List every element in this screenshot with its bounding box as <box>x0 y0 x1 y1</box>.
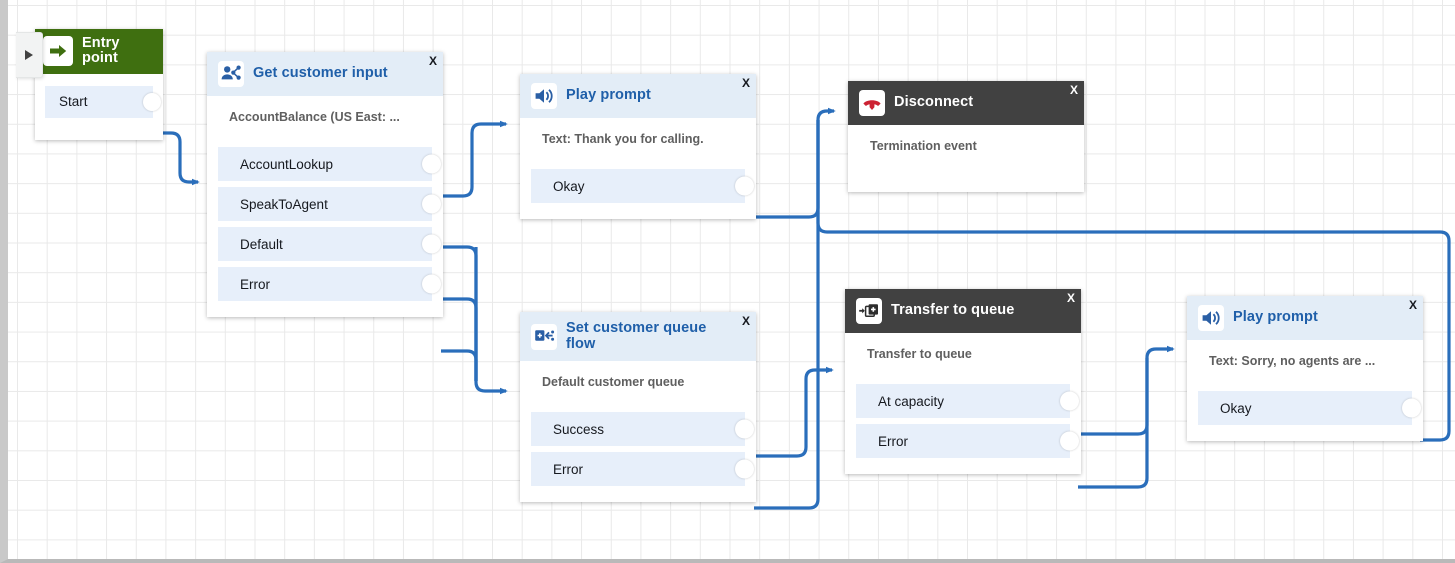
close-icon[interactable]: X <box>741 314 750 328</box>
port-list: Okay <box>520 169 756 219</box>
port-connector-dot[interactable] <box>422 234 441 254</box>
wire-start-to-get-customer-input <box>147 131 200 186</box>
node-subtitle: Transfer to queue <box>867 347 972 361</box>
close-icon[interactable]: X <box>1069 83 1078 97</box>
wire-accountlookup-to-play-prompt <box>441 120 508 198</box>
node-subtitle: Text: Sorry, no agents are ... <box>1209 354 1376 368</box>
node-subtitle: Text: Thank you for calling. <box>542 132 704 146</box>
node-body-spacer <box>845 362 1081 384</box>
port-list: Okay <box>1187 391 1423 441</box>
node-play-prompt-thanks[interactable]: Play prompt X Text: Thank you for callin… <box>520 74 756 219</box>
transfer-queue-icon <box>856 298 882 324</box>
port-error[interactable]: Error <box>218 267 441 301</box>
port-list: Start <box>35 85 163 140</box>
speaker-icon <box>531 83 557 109</box>
node-set-customer-queue-flow[interactable]: Set customer queue flow X Default custom… <box>520 312 756 503</box>
close-icon[interactable]: X <box>741 76 750 90</box>
node-get-customer-input[interactable]: Get customer input X AccountBalance (US … <box>207 52 443 317</box>
node-body-spacer <box>207 125 443 147</box>
arrow-right-entry-icon <box>43 36 73 67</box>
chevron-right-icon <box>25 50 33 60</box>
port-label: Error <box>878 433 908 449</box>
node-subtitle: Termination event <box>870 139 977 153</box>
port-connector-dot[interactable] <box>1060 431 1079 451</box>
wire-atcapacity-to-play-prompt <box>1078 345 1175 436</box>
node-play-prompt-no-agents[interactable]: Play prompt X Text: Sorry, no agents are… <box>1187 296 1423 441</box>
close-icon[interactable]: X <box>1066 291 1075 305</box>
port-connector-dot[interactable] <box>735 419 754 439</box>
node-title: Transfer to queue <box>891 302 1015 319</box>
port-error[interactable]: Error <box>531 452 754 487</box>
port-label: Start <box>59 94 88 110</box>
port-okay[interactable]: Okay <box>531 169 754 203</box>
port-label: Success <box>553 421 605 437</box>
node-disconnect[interactable]: Disconnect X Termination event <box>848 81 1084 192</box>
port-error[interactable]: Error <box>856 424 1079 458</box>
port-list: Success Error <box>520 412 756 502</box>
port-label: Error <box>240 276 270 292</box>
node-header[interactable]: Play prompt X <box>1187 296 1423 340</box>
node-title: Play prompt <box>566 87 651 104</box>
port-connector-dot[interactable] <box>422 154 441 174</box>
node-title: Get customer input <box>253 65 388 82</box>
port-connector-dot[interactable] <box>1060 391 1079 411</box>
node-header[interactable]: Play prompt X <box>520 74 756 118</box>
close-icon[interactable]: X <box>428 54 437 68</box>
wire-okay-to-disconnect <box>754 107 836 219</box>
wire-error-to-set-queue-flow <box>441 349 478 381</box>
node-body-spacer <box>520 147 756 169</box>
port-list: AccountLookup SpeakToAgent Default Error <box>207 147 443 317</box>
port-okay[interactable]: Okay <box>1198 391 1421 425</box>
close-icon[interactable]: X <box>1408 298 1417 312</box>
node-body-spacer <box>520 390 756 412</box>
port-at-capacity[interactable]: At capacity <box>856 384 1079 418</box>
node-subtitle: Default customer queue <box>542 375 685 390</box>
node-header[interactable]: Disconnect X <box>848 81 1084 125</box>
port-default[interactable]: Default <box>218 227 441 261</box>
port-accountlookup[interactable]: AccountLookup <box>218 147 441 181</box>
port-connector-dot[interactable] <box>735 459 754 479</box>
wire-success-to-transfer-queue <box>754 366 834 458</box>
port-connector-dot[interactable] <box>422 274 441 294</box>
node-body-spacer <box>848 154 1084 192</box>
port-label: Okay <box>553 178 585 194</box>
set-queue-flow-icon <box>531 323 557 350</box>
port-start[interactable]: Start <box>45 85 161 118</box>
wire-default-to-set-queue-flow <box>441 297 478 381</box>
wire-speaktoagent-to-set-queue-flow <box>441 245 478 381</box>
port-label: Default <box>240 236 283 252</box>
port-label: AccountLookup <box>240 156 334 172</box>
port-connector-dot[interactable] <box>735 176 754 196</box>
node-title: Play prompt <box>1233 309 1318 326</box>
panel-expand-toggle[interactable] <box>16 32 43 78</box>
customer-input-icon <box>218 61 244 87</box>
node-entry-point[interactable]: Entry point Start <box>35 29 163 140</box>
wire-transfer-error-to-play-prompt <box>1078 358 1149 489</box>
port-label: Error <box>553 461 583 477</box>
port-label: Okay <box>1220 400 1252 416</box>
node-subtitle: AccountBalance (US East: ... <box>229 110 400 124</box>
port-label: At capacity <box>878 393 945 409</box>
port-connector-dot[interactable] <box>1402 398 1421 418</box>
node-title: Set customer queue flow <box>566 320 707 352</box>
port-connector-dot[interactable] <box>143 92 161 111</box>
node-title: Disconnect <box>894 94 974 111</box>
port-success[interactable]: Success <box>531 412 754 447</box>
port-connector-dot[interactable] <box>422 194 441 214</box>
wire-queueflow-error-to-disconnect <box>754 120 820 510</box>
node-header[interactable]: Set customer queue flow X <box>520 312 756 362</box>
node-header[interactable]: Transfer to queue X <box>845 289 1081 333</box>
node-header[interactable]: Get customer input X <box>207 52 443 96</box>
port-list: At capacity Error <box>845 384 1081 474</box>
wire-merge-to-set-queue-flow <box>474 247 508 395</box>
phone-hangup-icon <box>859 90 885 116</box>
node-title: Entry point <box>82 35 120 67</box>
speaker-icon <box>1198 305 1224 331</box>
node-header[interactable]: Entry point <box>35 29 163 74</box>
node-body-spacer <box>1187 369 1423 391</box>
node-transfer-to-queue[interactable]: Transfer to queue X Transfer to queue At… <box>845 289 1081 474</box>
port-speaktoagent[interactable]: SpeakToAgent <box>218 187 441 221</box>
port-label: SpeakToAgent <box>240 196 328 212</box>
